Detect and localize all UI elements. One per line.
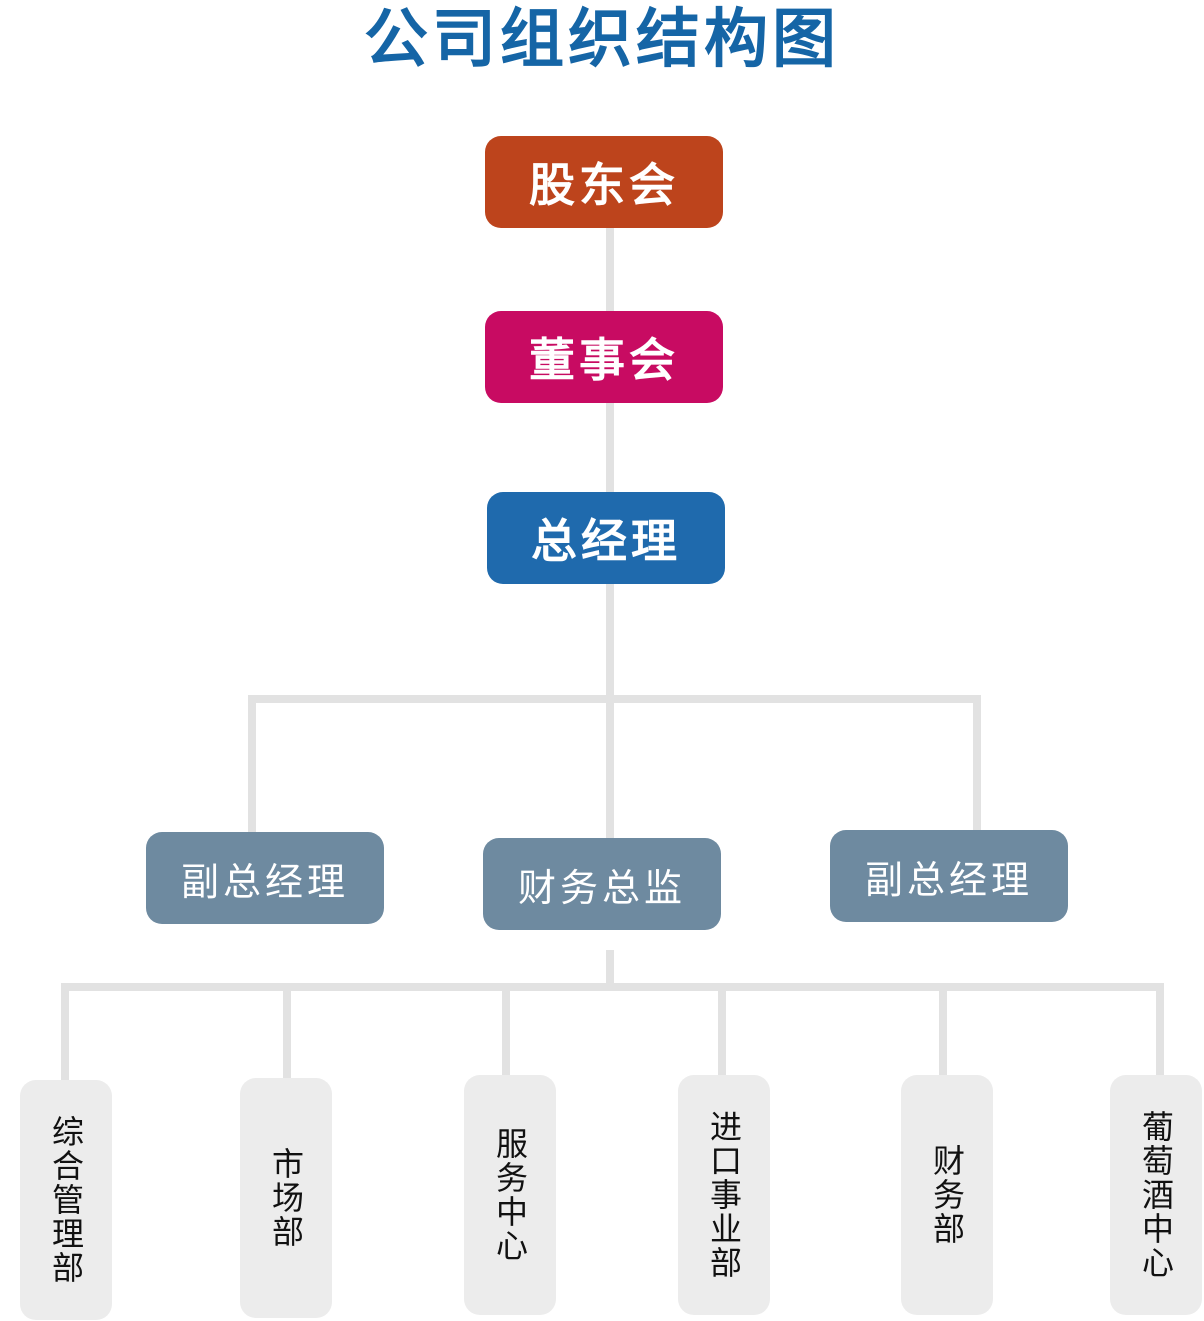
node-department: 综合管理部 <box>20 1080 112 1320</box>
node-department: 市场部 <box>240 1078 332 1318</box>
node-department: 进口事业部 <box>678 1075 770 1315</box>
node-vice-president-right: 副总经理 <box>830 830 1068 922</box>
node-general-manager: 总经理 <box>487 492 725 584</box>
node-department: 服务中心 <box>464 1075 556 1315</box>
node-vice-president-left: 副总经理 <box>146 832 384 924</box>
node-department: 财务部 <box>901 1075 993 1315</box>
node-department: 葡萄酒中心 <box>1110 1075 1202 1315</box>
chart-title: 公司组织结构图 <box>364 3 840 77</box>
node-shareholders: 股东会 <box>485 136 723 228</box>
node-board: 董事会 <box>485 311 723 403</box>
node-finance-director: 财务总监 <box>483 838 721 930</box>
